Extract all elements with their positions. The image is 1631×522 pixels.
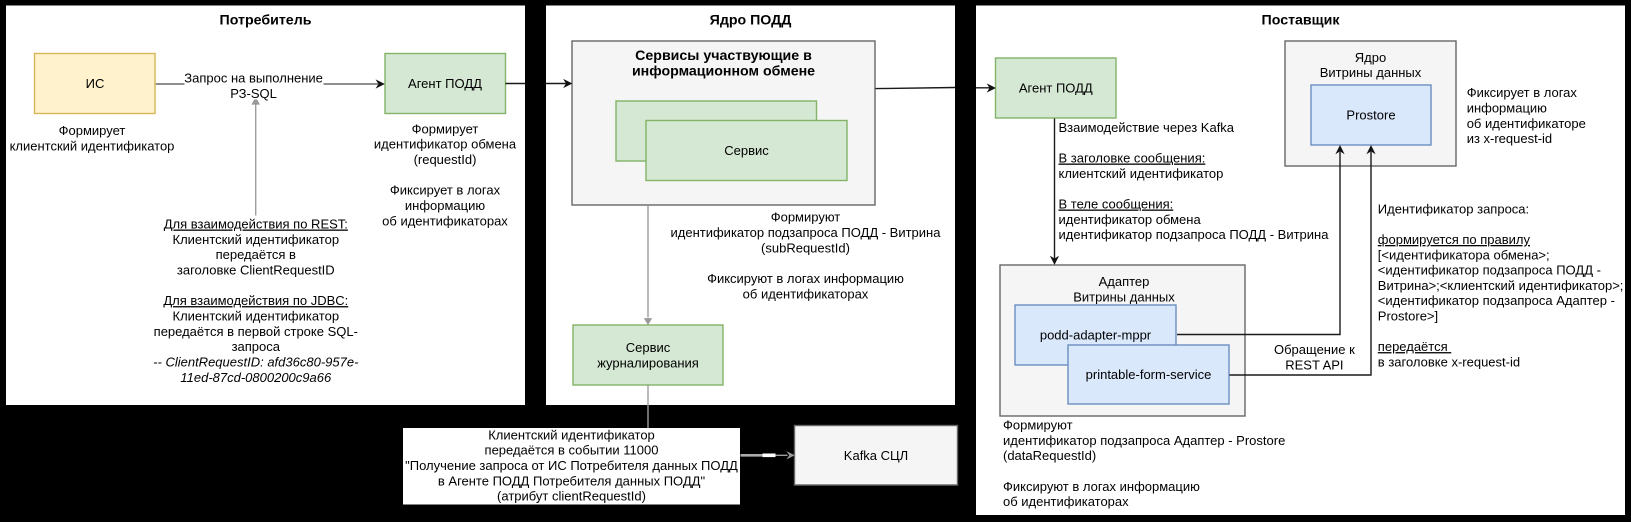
svg-text:идентификатор подзапроса Адапт: идентификатор подзапроса Адаптер - Prost…	[1003, 433, 1285, 448]
svg-text:"Получение запроса от ИС Потре: "Получение запроса от ИС Потребителя дан…	[405, 458, 738, 473]
svg-text:Prostore: Prostore	[1346, 108, 1395, 123]
svg-text:Идентификатор запроса:: Идентификатор запроса:	[1378, 201, 1529, 216]
svg-text:Потребитель: Потребитель	[220, 13, 312, 29]
svg-text:Формирует: Формирует	[59, 123, 126, 138]
svg-text:журналирования: журналирования	[597, 355, 699, 370]
svg-text:podd-adapter-mppr: podd-adapter-mppr	[1040, 328, 1152, 343]
svg-text:формируется по правилу: формируется по правилу	[1378, 232, 1531, 247]
svg-text:<идентификатор подзапроса ПОДД: <идентификатор подзапроса ПОДД -	[1378, 263, 1601, 278]
svg-text:В теле сообщения:: В теле сообщения:	[1059, 197, 1174, 212]
svg-text:Фиксируют в логах информацию: Фиксируют в логах информацию	[707, 271, 904, 286]
svg-text:в Агенте ПОДД Потребителя данн: в Агенте ПОДД Потребителя данных ПОДД"	[438, 473, 706, 488]
svg-text:Сервисы участвующие в: Сервисы участвующие в	[635, 48, 812, 64]
svg-text:РЗ-SQL: РЗ-SQL	[230, 86, 277, 101]
svg-text:В заголовке сообщения:: В заголовке сообщения:	[1059, 151, 1206, 166]
svg-text:Для взаимодействия по REST:: Для взаимодействия по REST:	[164, 217, 348, 232]
svg-text:Kafka СЦЛ: Kafka СЦЛ	[844, 448, 908, 463]
svg-text:идентификатор подзапроса ПОДД: идентификатор подзапроса ПОДД - Витрина	[1059, 227, 1330, 242]
svg-text:об идентификаторах: об идентификаторах	[382, 213, 508, 228]
svg-text:клиентский идентификатор: клиентский идентификатор	[10, 138, 175, 153]
svg-text:<идентификатор подзапроса Адап: <идентификатор подзапроса Адаптер -	[1378, 293, 1615, 308]
svg-text:передаётся в событии 11000: передаётся в событии 11000	[485, 443, 659, 458]
svg-text:[<идентификатора обмена>;: [<идентификатора обмена>;	[1378, 247, 1550, 262]
svg-text:Сервис: Сервис	[626, 340, 671, 355]
svg-text:идентификатор подзапроса ПОДД: идентификатор подзапроса ПОДД - Витрина	[671, 225, 942, 240]
svg-text:Витрины данных: Витрины данных	[1073, 290, 1175, 305]
svg-text:Ядро ПОДД: Ядро ПОДД	[710, 13, 792, 29]
svg-text:Адаптер: Адаптер	[1099, 274, 1150, 289]
svg-text:Клиентский идентификатор: Клиентский идентификатор	[488, 427, 655, 442]
svg-text:Фиксирует в логах: Фиксирует в логах	[390, 183, 501, 198]
svg-text:-- ClientRequestID: afd36c80-9: -- ClientRequestID: afd36c80-957e-	[153, 354, 359, 369]
svg-text:Формируют: Формируют	[1003, 418, 1073, 433]
svg-text:Фиксируют в логах информацию: Фиксируют в логах информацию	[1003, 479, 1200, 494]
svg-text:в заголовке x-request-id: в заголовке x-request-id	[1378, 354, 1520, 369]
svg-text:Фиксирует в логах: Фиксирует в логах	[1467, 85, 1578, 100]
svg-text:Для взаимодействия по JDBC:: Для взаимодействия по JDBC:	[163, 293, 348, 308]
svg-text:заголовке ClientRequestID: заголовке ClientRequestID	[177, 263, 335, 278]
svg-text:из x-request-id: из x-request-id	[1467, 131, 1552, 146]
svg-text:идентификатор обмена: идентификатор обмена	[1059, 212, 1202, 227]
svg-text:(subRequestId): (subRequestId)	[761, 240, 850, 255]
svg-text:Формируют: Формируют	[771, 210, 841, 225]
svg-text:идентификатор обмена: идентификатор обмена	[374, 137, 517, 152]
svg-text:printable-form-service: printable-form-service	[1086, 367, 1212, 382]
svg-text:информационном обмене: информационном обмене	[632, 63, 815, 79]
svg-text:передаётся: передаётся	[1378, 339, 1451, 354]
svg-text:об идентификаторах: об идентификаторах	[743, 286, 869, 301]
svg-text:Поставщик: Поставщик	[1262, 13, 1341, 29]
svg-text:клиентский идентификатор: клиентский идентификатор	[1059, 166, 1224, 181]
svg-text:передаётся в первой строке SQL: передаётся в первой строке SQL-	[154, 324, 358, 339]
svg-text:(dataRequestId): (dataRequestId)	[1003, 448, 1096, 463]
svg-text:Клиентский идентификатор: Клиентский идентификатор	[173, 232, 340, 247]
svg-text:Клиентский идентификатор: Клиентский идентификатор	[173, 309, 340, 324]
svg-text:Ядро: Ядро	[1355, 50, 1386, 65]
svg-text:REST API: REST API	[1285, 357, 1343, 372]
svg-text:Агент ПОДД: Агент ПОДД	[1019, 81, 1093, 96]
svg-text:Взаимодействие через Kafka: Взаимодействие через Kafka	[1059, 120, 1235, 135]
svg-text:информацию: информацию	[405, 198, 485, 213]
svg-text:11ed-87cd-0800200c9a66: 11ed-87cd-0800200c9a66	[180, 370, 332, 385]
svg-text:информацию: информацию	[1467, 101, 1547, 116]
svg-text:Обращение к: Обращение к	[1274, 342, 1355, 357]
svg-text:об идентификаторах: об идентификаторах	[1003, 494, 1129, 509]
svg-text:ИС: ИС	[86, 76, 105, 91]
svg-text:(requestId): (requestId)	[414, 152, 477, 167]
svg-text:Агент ПОДД: Агент ПОДД	[408, 76, 482, 91]
svg-text:Запрос на выполнение: Запрос на выполнение	[184, 71, 323, 86]
svg-text:Формирует: Формирует	[412, 121, 479, 136]
svg-text:Витрина>;<клиентский идентифик: Витрина>;<клиентский идентификатор>;	[1378, 278, 1624, 293]
svg-text:Сервис: Сервис	[724, 143, 769, 158]
svg-text:(атрибут clientRequestId): (атрибут clientRequestId)	[497, 489, 646, 504]
svg-text:передаётся в: передаётся в	[216, 247, 296, 262]
svg-text:Витрины данных: Витрины данных	[1320, 65, 1422, 80]
svg-text:запроса: запроса	[232, 339, 281, 354]
svg-text:Prostore>]: Prostore>]	[1378, 309, 1438, 324]
svg-text:об идентификаторе: об идентификаторе	[1467, 116, 1586, 131]
